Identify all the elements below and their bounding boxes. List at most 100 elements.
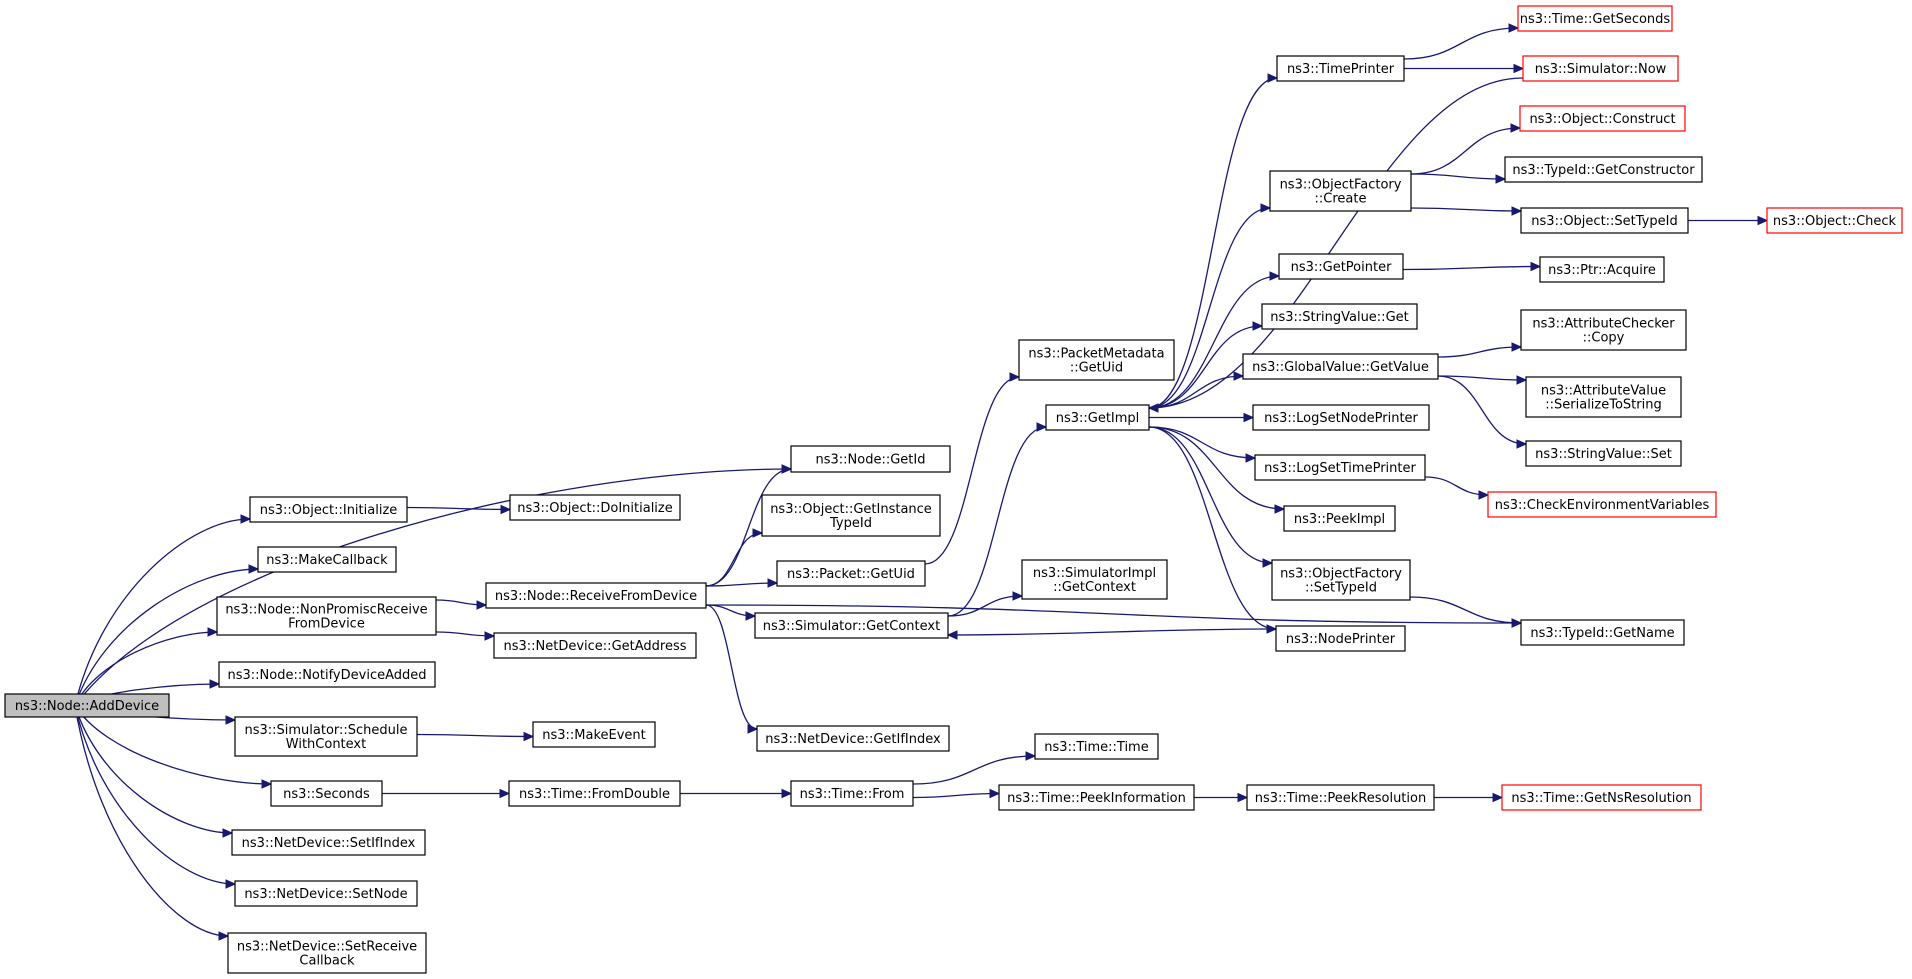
edge-root-n_nd_setifindex xyxy=(74,705,234,838)
edge-root-n_nd_setrecvcb xyxy=(74,705,230,941)
node-label: ::Create xyxy=(1315,192,1367,207)
node-n_logtime[interactable]: ns3::LogSetTimePrinter xyxy=(1254,454,1426,481)
edge-line xyxy=(1148,426,1285,510)
node-n_tid_getname[interactable]: ns3::TypeId::GetName xyxy=(1520,619,1685,646)
node-n_peekimpl[interactable]: ns3::PeekImpl xyxy=(1283,505,1396,532)
node-n_obj_doinit[interactable]: ns3::Object::DoInitialize xyxy=(509,494,681,521)
node-n_timeprinter[interactable]: ns3::TimePrinter xyxy=(1276,55,1405,82)
node-box xyxy=(790,445,951,473)
node-n_obj_settid[interactable]: ns3::Object::SetTypeId xyxy=(1520,207,1689,234)
node-label: ns3::TypeId::GetConstructor xyxy=(1512,163,1695,178)
node-n_sim_getctx[interactable]: ns3::Simulator::GetContext xyxy=(754,612,949,639)
node-n_obj_init[interactable]: ns3::Object::Initialize xyxy=(249,496,408,523)
node-n_pkt_getuid[interactable]: ns3::Packet::GetUid xyxy=(776,560,926,587)
node-n_nd_setnode[interactable]: ns3::NetDevice::SetNode xyxy=(234,880,418,907)
node-n_checkenv[interactable]: ns3::CheckEnvironmentVariables xyxy=(1487,491,1717,518)
node-box xyxy=(1525,376,1682,418)
node-n_fromdouble[interactable]: ns3::Time::FromDouble xyxy=(508,780,681,807)
edge-arrowhead xyxy=(1269,271,1281,281)
node-n_lognode[interactable]: ns3::LogSetNodePrinter xyxy=(1252,404,1430,431)
edge-arrowhead xyxy=(1243,412,1255,423)
edge-arrowhead xyxy=(781,788,793,799)
edge-line xyxy=(1148,426,1273,564)
edge-arrowhead xyxy=(781,464,793,474)
node-label: ns3::Node::NotifyDeviceAdded xyxy=(227,668,426,683)
edge-n_timeprinter-n_sim_now xyxy=(1404,63,1525,74)
node-n_getimpl[interactable]: ns3::GetImpl xyxy=(1045,404,1150,431)
node-box xyxy=(1278,253,1404,280)
node-n_av_ser[interactable]: ns3::AttributeValue::SerializeToString xyxy=(1525,376,1682,418)
node-n_seconds[interactable]: ns3::Seconds xyxy=(270,780,383,807)
node-n_getpointer[interactable]: ns3::GetPointer xyxy=(1278,253,1404,280)
edge-n_obj_settid-n_obj_check xyxy=(1688,215,1769,226)
edge-line xyxy=(1410,127,1521,175)
node-n_ac_copy[interactable]: ns3::AttributeChecker::Copy xyxy=(1520,309,1687,351)
node-box xyxy=(216,596,437,636)
node-n_makecb[interactable]: ns3::MakeCallback xyxy=(257,546,397,573)
node-n_obj_check[interactable]: ns3::Object::Check xyxy=(1766,207,1903,234)
node-box xyxy=(1018,339,1175,381)
node-box xyxy=(234,880,418,907)
edges-layer xyxy=(74,23,1769,941)
edge-n_fromdouble-n_time_from xyxy=(680,788,793,799)
node-box xyxy=(234,716,418,757)
node-label: ns3::Time::From xyxy=(800,787,905,802)
node-label: ns3::CheckEnvironmentVariables xyxy=(1495,498,1710,513)
node-n_time_getsec[interactable]: ns3::Time::GetSeconds xyxy=(1517,5,1673,32)
node-n_getid[interactable]: ns3::Node::GetId xyxy=(790,445,951,473)
node-n_time_time[interactable]: ns3::Time::Time xyxy=(1034,733,1159,760)
node-n_notify[interactable]: ns3::Node::NotifyDeviceAdded xyxy=(218,661,436,688)
node-n_gv_getvalue[interactable]: ns3::GlobalValue::GetValue xyxy=(1242,353,1439,380)
node-n_obj_construct[interactable]: ns3::Object::Construct xyxy=(1519,105,1686,132)
node-n_tid_getctor[interactable]: ns3::TypeId::GetConstructor xyxy=(1504,156,1703,183)
node-box xyxy=(1520,207,1689,234)
node-box xyxy=(1504,156,1703,183)
edge-arrowhead xyxy=(1478,490,1490,500)
node-root[interactable]: ns3::Node::AddDevice xyxy=(4,693,170,718)
node-n_of_settid[interactable]: ns3::ObjectFactory::SetTypeId xyxy=(1271,559,1411,601)
node-n_peekres[interactable]: ns3::Time::PeekResolution xyxy=(1246,784,1435,811)
node-n_peekinfo[interactable]: ns3::Time::PeekInformation xyxy=(998,784,1195,811)
edge-arrowhead xyxy=(1510,123,1522,133)
node-n_sv_get[interactable]: ns3::StringValue::Get xyxy=(1261,303,1418,330)
edge-arrowhead xyxy=(207,627,219,637)
node-n_sv_set[interactable]: ns3::StringValue::Set xyxy=(1525,440,1682,467)
edge-line xyxy=(912,792,1000,799)
node-n_makeevent[interactable]: ns3::MakeEvent xyxy=(532,721,656,748)
node-label: ns3::Simulator::Schedule xyxy=(244,723,407,738)
node-n_sim_now[interactable]: ns3::Simulator::Now xyxy=(1522,55,1679,82)
edge-n_gv_getvalue-n_ac_copy xyxy=(1437,342,1523,358)
node-n_time_from[interactable]: ns3::Time::From xyxy=(790,780,914,807)
edge-root-n_obj_init xyxy=(74,514,252,706)
node-n_nd_getaddr[interactable]: ns3::NetDevice::GetAddress xyxy=(493,632,697,659)
node-box xyxy=(1242,353,1439,380)
node-n_getnsres[interactable]: ns3::Time::GetNsResolution xyxy=(1501,784,1702,811)
node-box xyxy=(1501,784,1702,811)
node-label: ns3::LogSetTimePrinter xyxy=(1264,461,1416,476)
node-n_nd_setifindex[interactable]: ns3::NetDevice::SetIfIndex xyxy=(231,829,426,856)
node-n_recvfromdev[interactable]: ns3::Node::ReceiveFromDevice xyxy=(485,582,707,609)
node-box xyxy=(754,612,949,639)
edge-line xyxy=(74,705,236,885)
edge-arrowhead xyxy=(484,631,496,641)
edge-arrowhead xyxy=(523,731,535,742)
node-n_pm_getuid[interactable]: ns3::PacketMetadata::GetUid xyxy=(1018,339,1175,381)
node-label: ns3::NetDevice::SetIfIndex xyxy=(242,836,416,851)
edge-line xyxy=(1410,173,1506,180)
node-n_of_create[interactable]: ns3::ObjectFactory::Create xyxy=(1269,170,1412,212)
edge-n_pkt_getuid-n_pm_getuid xyxy=(924,372,1021,565)
node-n_nodeprinter[interactable]: ns3::NodePrinter xyxy=(1275,625,1406,652)
node-box xyxy=(1520,309,1687,351)
edge-root-n_makecb xyxy=(74,564,260,706)
node-label: ns3::Object::DoInitialize xyxy=(517,501,673,516)
node-n_nd_getifindex[interactable]: ns3::NetDevice::GetIfIndex xyxy=(756,725,950,752)
edge-line xyxy=(912,755,1036,785)
node-n_ptr_acquire[interactable]: ns3::Ptr::Acquire xyxy=(1539,256,1665,283)
node-n_simimpl_getctx[interactable]: ns3::SimulatorImpl::GetContext xyxy=(1021,559,1168,600)
edge-line xyxy=(705,604,758,730)
node-box xyxy=(1539,256,1665,283)
